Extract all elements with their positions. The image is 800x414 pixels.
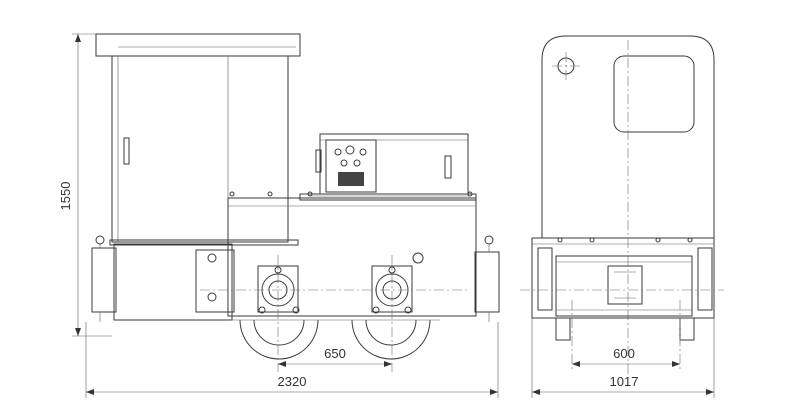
gauge-icon (353, 159, 361, 167)
control-panel (325, 139, 377, 193)
frame-lower (113, 243, 233, 321)
coupler-pocket (607, 265, 643, 305)
buffer-left (91, 247, 117, 313)
box-handle (444, 155, 452, 179)
front-beam (555, 255, 693, 317)
front-frame (531, 237, 715, 319)
cab-door-handle (123, 137, 130, 165)
display-plate (338, 172, 364, 186)
gauge-icon (359, 148, 367, 156)
gauge-icon (334, 148, 342, 156)
side-view (91, 33, 500, 372)
dimension-height: 1550 (58, 33, 112, 337)
coupler-hook-icon (95, 235, 105, 245)
rear-wheel (351, 265, 431, 360)
height-dimension-label: 1550 (58, 182, 73, 211)
coupler-hook-icon (484, 235, 494, 245)
front-window (613, 55, 695, 133)
axle-box (195, 249, 235, 313)
chassis-frame (227, 197, 477, 317)
gauge-icon (340, 159, 348, 167)
length-dimension-label: 2320 (278, 374, 307, 389)
dimension-gauge: 600 (572, 346, 680, 367)
gauge-icon (345, 145, 355, 155)
wheelbase-dimension-label: 650 (324, 346, 346, 361)
front-wheel-left (555, 317, 571, 341)
front-wheel (239, 265, 319, 360)
dimension-wheelbase: 650 (278, 346, 392, 367)
side-rail-left (537, 247, 553, 311)
front-wheel-right (679, 317, 695, 341)
cab-ledge (109, 239, 299, 246)
cab-front (541, 35, 715, 239)
front-view (520, 35, 724, 380)
dimension-length: 2320 (85, 322, 499, 398)
dimension-width: 1017 (531, 318, 715, 398)
cab-roof (95, 33, 301, 57)
buffer-right (474, 251, 500, 313)
cab-body (111, 55, 289, 243)
width-dimension-label: 1017 (610, 374, 639, 389)
side-rail-right (697, 247, 713, 311)
gauge-dimension-label: 600 (613, 346, 635, 361)
